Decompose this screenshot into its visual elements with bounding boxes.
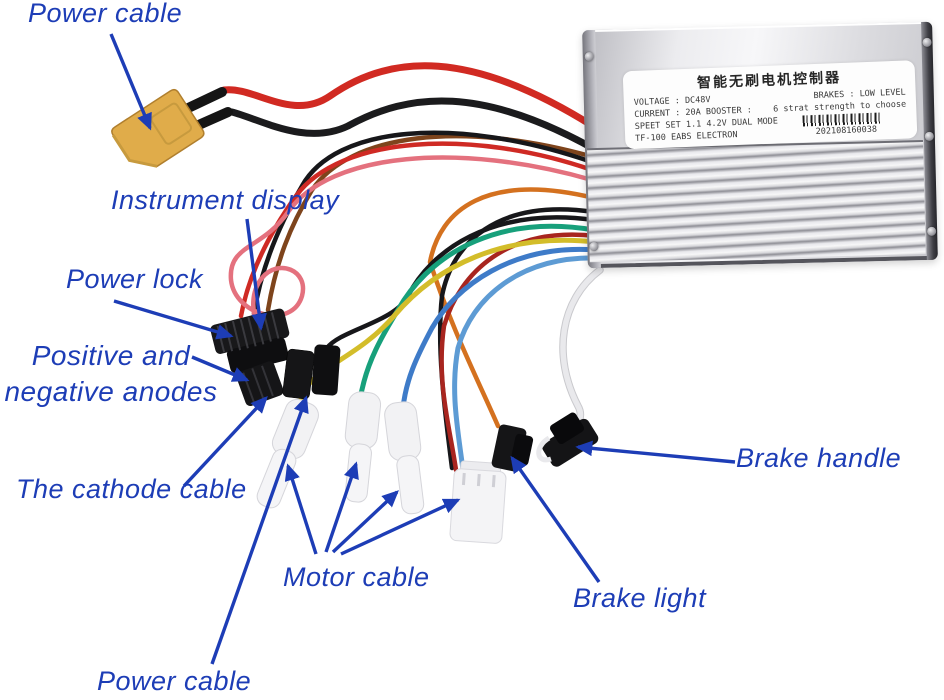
arrow-motor-1: [284, 463, 318, 555]
label-power-cable-top: Power cable: [28, 0, 183, 28]
label-brake-light: Brake light: [573, 583, 707, 613]
xt60-body: [111, 88, 205, 168]
power-black-wire: [228, 97, 600, 154]
sm-connector-bottom: [226, 337, 289, 373]
motor-hall-connector: [449, 460, 507, 544]
sm-connector-display-lock: [210, 308, 290, 373]
arrow-brake-light: [510, 455, 601, 583]
serial-number: 202108160038: [815, 124, 878, 138]
arrow-instrument-display: [245, 218, 267, 331]
arrow-power-lock: [113, 299, 234, 340]
label-power-lock: Power lock: [66, 264, 204, 294]
annotation-arrows: [109, 33, 736, 665]
label-positive-negative-anodes: Positive and negative anodes: [0, 338, 222, 410]
controller-spec-sticker: 智能无刷电机控制器 VOLTAGE : DC48V BRAKES : LOW L…: [622, 60, 918, 150]
arrow-motor-3: [331, 490, 399, 554]
motor-bullet-connector-2: [344, 391, 382, 503]
xt60-chamfer: [111, 134, 158, 168]
brake-handle-connector: [536, 412, 599, 467]
label-anodes-line1: Positive and: [31, 340, 191, 371]
label-motor-cable: Motor cable: [283, 562, 430, 592]
arrow-brake-handle: [575, 440, 736, 464]
sm-connector-body: [282, 348, 315, 400]
heatshrink-sleeve: [179, 87, 227, 115]
sm-connector-body: [542, 418, 599, 467]
power-red-wire: [220, 62, 600, 132]
xt60-emboss: [150, 102, 193, 145]
arrow-motor-4: [340, 498, 461, 556]
black-signal-wire: [251, 130, 595, 317]
brake-light-connector: [491, 424, 534, 472]
bullet-sleeve: [344, 391, 382, 449]
label-power-cable-bottom: Power cable: [97, 666, 252, 696]
arrow-cathode-cable: [182, 396, 268, 488]
hall-connector-pins: [461, 472, 496, 488]
model-text: TF-100 EABS ELECTRON: [635, 130, 738, 144]
arrow-motor-2: [324, 461, 359, 553]
bullet-barrel: [396, 455, 425, 515]
motor-bullet-connector-3: [384, 401, 425, 515]
teal-motor-wire: [357, 223, 597, 403]
arrow-anodes: [191, 355, 250, 382]
label-instrument-display: Instrument display: [111, 185, 340, 215]
white-wire-loop: [536, 435, 552, 463]
bullet-sleeve: [384, 401, 422, 462]
arrow-power-cable-bottom: [210, 395, 309, 665]
pink-loop-wire: [228, 155, 595, 321]
controller-heatsink-fins: [587, 140, 926, 263]
light-blue-wire: [452, 255, 601, 473]
arrow-power-cable-top: [109, 33, 152, 131]
bullet-barrel: [344, 443, 372, 503]
sm-connector-mate: [550, 412, 585, 445]
xt60-power-connector: [111, 88, 205, 168]
blue-motor-wire: [400, 246, 599, 411]
label-cathode-cable: The cathode cable: [16, 474, 247, 504]
sm-connector-cathode: [282, 348, 315, 400]
sm-connector-power: [311, 344, 341, 396]
label-anodes-line2: negative anodes: [4, 376, 218, 407]
sm-connector-body: [311, 344, 341, 396]
controller-box: 智能无刷电机控制器 VOLTAGE : DC48V BRAKES : LOW L…: [582, 21, 938, 269]
label-brake-handle: Brake handle: [736, 443, 902, 473]
